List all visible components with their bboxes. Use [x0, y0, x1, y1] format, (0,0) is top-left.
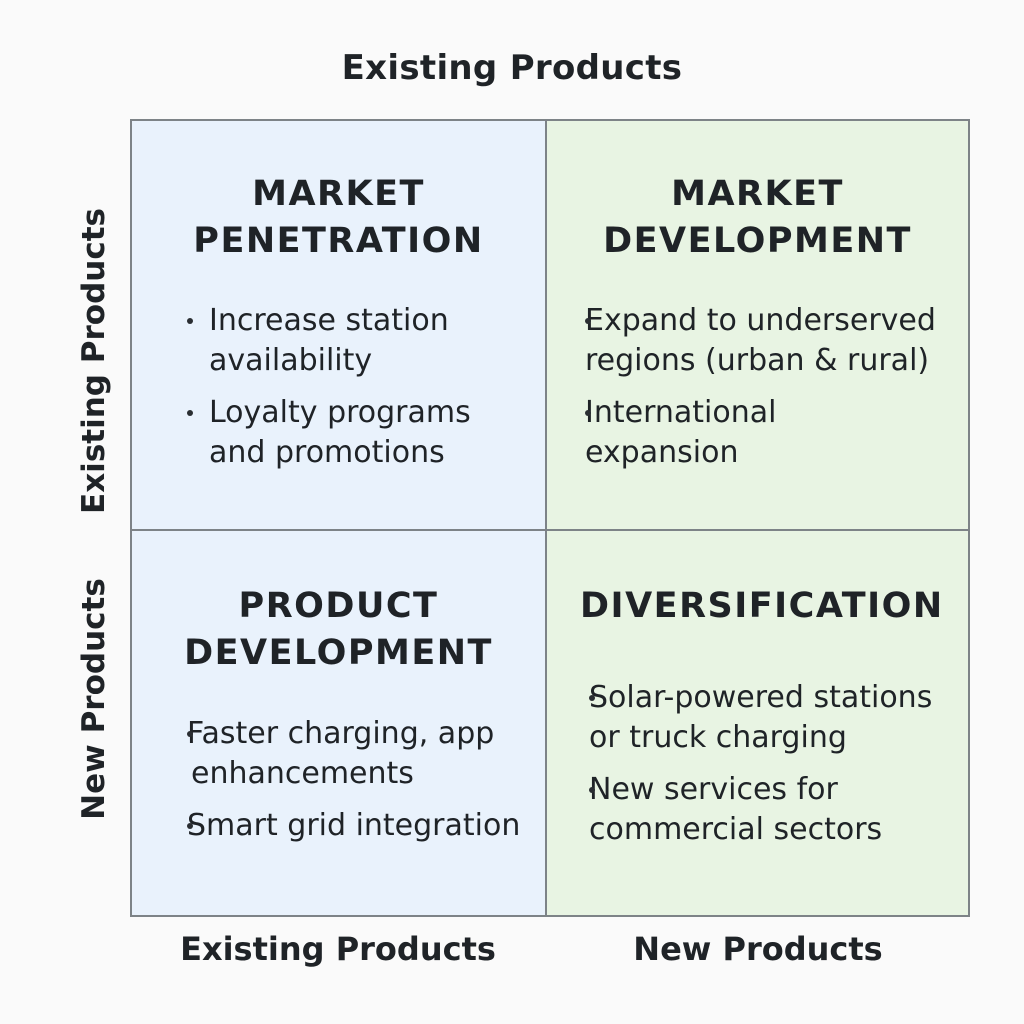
quadrant-diversification: DIVERSIFICATION Solar-powered stations o…: [547, 531, 968, 915]
quadrant-heading: PRODUCT DEVELOPMENT: [132, 583, 545, 677]
bullet-dot-icon: [589, 695, 595, 701]
bottom-axis-label-right: New Products: [633, 930, 883, 968]
heading-line: DEVELOPMENT: [603, 221, 912, 261]
bullet-text-line: expansion: [585, 435, 739, 470]
bullet-text-line: enhancements: [191, 756, 414, 791]
quadrant-heading: MARKET PENETRATION: [132, 171, 545, 265]
bullet-text-line: commercial sectors: [589, 812, 883, 847]
bullet-text-line: Smart grid integration: [187, 808, 521, 843]
heading-line: MARKET: [252, 174, 425, 214]
bullet-text-line: Loyalty programs: [209, 395, 471, 430]
quadrant-heading: DIVERSIFICATION: [547, 583, 968, 630]
matrix-grid: MARKET PENETRATION Increase station avai…: [130, 119, 970, 917]
bullet-text-line: or truck charging: [589, 720, 847, 755]
heading-line: PRODUCT: [238, 586, 439, 626]
bullet-list: Increase station availability Loyalty pr…: [187, 301, 471, 485]
bullet-text-line: New services for: [589, 772, 838, 807]
bullet-item: Expand to underserved regions (urban & r…: [585, 301, 936, 381]
bullet-text-line: regions (urban & rural): [585, 343, 930, 378]
heading-line: DEVELOPMENT: [184, 633, 493, 673]
bullet-item: Loyalty programs and promotions: [187, 393, 471, 473]
bullet-list: Solar-powered stations or truck charging…: [589, 678, 932, 862]
bullet-item: New services for commercial sectors: [589, 770, 932, 850]
bullet-dot-icon: [187, 318, 193, 324]
quadrant-market-penetration: MARKET PENETRATION Increase station avai…: [132, 121, 547, 531]
bullet-text-line: availability: [209, 343, 373, 378]
top-axis-label: Existing Products: [341, 48, 683, 88]
bullet-dot-icon: [187, 823, 193, 829]
heading-line: MARKET: [671, 174, 844, 214]
bullet-text-line: Faster charging, app: [187, 716, 495, 751]
bullet-dot-icon: [589, 787, 595, 793]
bullet-list: Faster charging, app enhancements Smart …: [187, 714, 520, 858]
bullet-dot-icon: [585, 410, 591, 416]
bullet-text-line: Expand to underserved: [585, 303, 936, 338]
heading-line: DIVERSIFICATION: [580, 586, 944, 626]
quadrant-market-development: MARKET DEVELOPMENT Expand to underserved…: [547, 121, 968, 531]
quadrant-heading: MARKET DEVELOPMENT: [547, 171, 968, 265]
bullet-text-line: Increase station: [209, 303, 449, 338]
left-axis-label-bottom: New Products: [76, 578, 112, 820]
bullet-list: Expand to underserved regions (urban & r…: [585, 301, 936, 485]
bottom-axis-label-left: Existing Products: [180, 930, 496, 968]
bullet-item: Increase station availability: [187, 301, 471, 381]
bullet-text-line: International: [585, 395, 777, 430]
bullet-text-line: and promotions: [209, 435, 445, 470]
bullet-item: Smart grid integration: [187, 806, 520, 846]
quadrant-product-development: PRODUCT DEVELOPMENT Faster charging, app…: [132, 531, 547, 915]
bullet-item: Faster charging, app enhancements: [187, 714, 520, 794]
heading-line: PENETRATION: [193, 221, 484, 261]
bullet-dot-icon: [585, 318, 591, 324]
bullet-text-line: Solar-powered stations: [589, 680, 933, 715]
bullet-item: International expansion: [585, 393, 936, 473]
bullet-dot-icon: [187, 410, 193, 416]
bullet-dot-icon: [187, 731, 193, 737]
bullet-item: Solar-powered stations or truck charging: [589, 678, 932, 758]
